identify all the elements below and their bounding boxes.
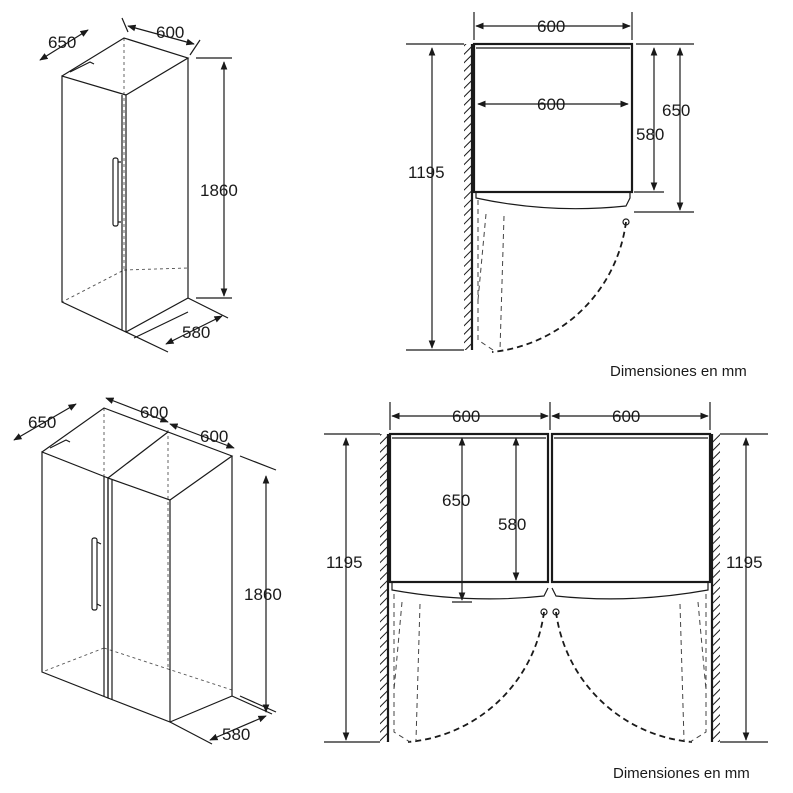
double-fridge-handle-icon [91, 537, 98, 611]
double-top-total-depth-label: 650 [442, 491, 470, 510]
single-top-width-outer-label: 600 [537, 17, 565, 36]
double-iso-depth-label: 650 [28, 413, 56, 432]
caption-bottom: Dimensiones en mm [613, 765, 750, 782]
double-top-width-right-label: 600 [612, 407, 640, 426]
single-top-total-depth-label: 650 [662, 101, 690, 120]
single-iso-base-depth-label: 580 [182, 323, 210, 342]
single-iso-width-label: 600 [156, 23, 184, 42]
double-top-clearance-right-label: 1195 [726, 553, 763, 572]
double-iso-base-depth-label: 580 [222, 725, 250, 744]
single-fridge-top-view: 600 600 1195 580 650 [406, 12, 694, 353]
double-iso-width-right-label: 600 [200, 427, 228, 446]
single-top-width-inner-label: 600 [537, 95, 565, 114]
single-top-clearance-label: 1195 [408, 163, 445, 182]
double-iso-height-label: 1860 [244, 585, 282, 604]
double-top-width-left-label: 600 [452, 407, 480, 426]
single-iso-height-label: 1860 [200, 181, 238, 200]
double-fridge-isometric: 650 600 600 1860 580 [13, 397, 282, 745]
double-top-clearance-left-label: 1195 [326, 553, 363, 572]
fridge-handle-icon [112, 157, 119, 227]
double-top-cabinet-depth-label: 580 [498, 515, 526, 534]
single-top-cabinet-depth-label: 580 [636, 125, 664, 144]
single-iso-depth-label: 650 [48, 33, 76, 52]
double-iso-width-left-label: 600 [140, 403, 168, 422]
single-fridge-isometric: 650 600 1860 580 [39, 17, 238, 353]
caption-top: Dimensiones en mm [610, 363, 747, 380]
double-fridge-top-view: 600 600 650 580 1195 1195 [324, 402, 768, 743]
